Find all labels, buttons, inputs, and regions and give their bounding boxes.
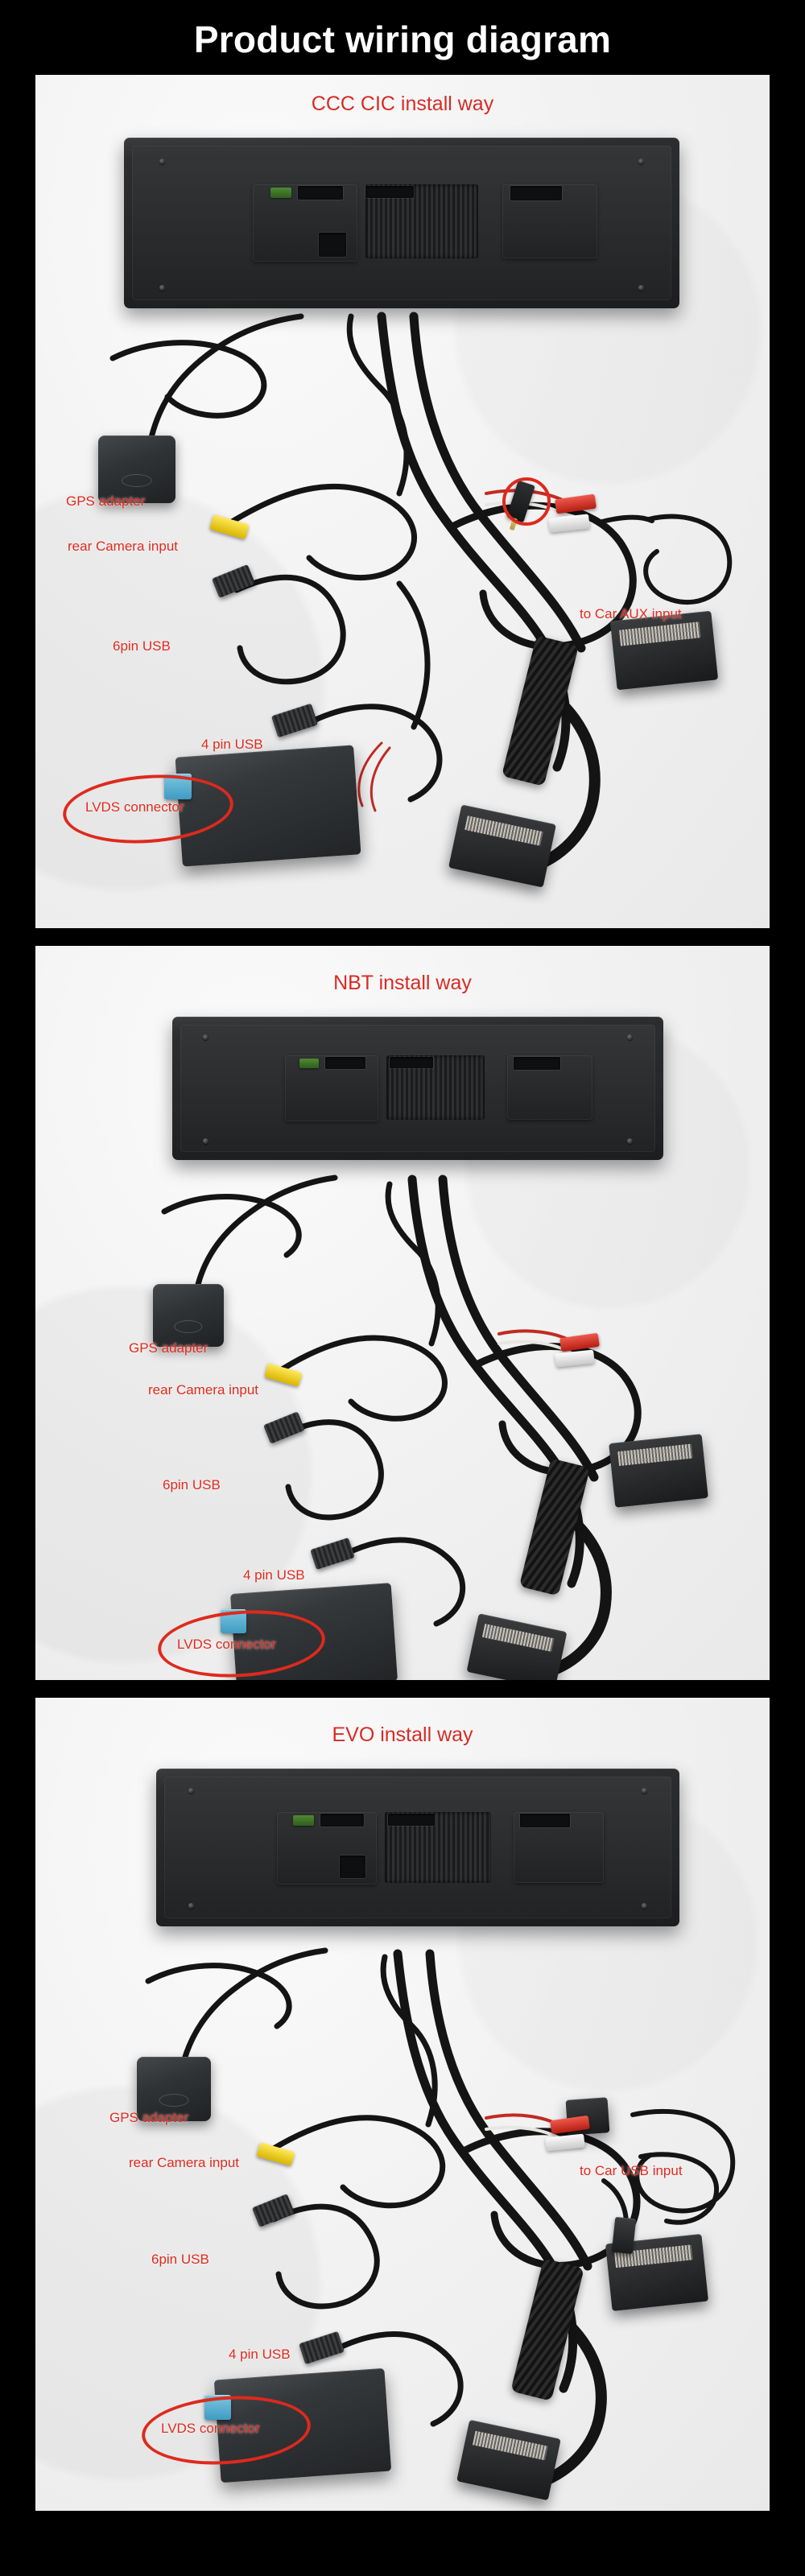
label-gps-adapter: GPS adapter — [129, 1340, 208, 1356]
cable-bundle — [35, 946, 770, 1680]
label-car-aux-input: to Car AUX input — [580, 605, 682, 621]
harness-connector-main — [609, 610, 719, 690]
panel-ccc-cic: CCC CIC install way — [35, 74, 770, 928]
panel-evo: EVO install way — [35, 1697, 770, 2511]
label-rear-camera-input: rear Camera input — [68, 538, 179, 554]
gps-adapter-module — [137, 2056, 211, 2121]
label-4pin-usb: 4 pin USB — [201, 736, 263, 752]
label-6pin-usb: 6pin USB — [113, 638, 171, 654]
label-6pin-usb: 6pin USB — [151, 2251, 209, 2267]
lvds-connector-tab — [221, 1608, 246, 1633]
label-lvds-connector: LVDS connector — [177, 1636, 276, 1652]
label-rear-camera-input: rear Camera input — [148, 1381, 259, 1397]
harness-connector-main — [609, 1433, 708, 1508]
label-4pin-usb: 4 pin USB — [243, 1567, 305, 1583]
head-unit-rear — [124, 137, 679, 308]
label-lvds-connector: LVDS connector — [161, 2420, 260, 2436]
panel-nbt: NBT install way — [35, 945, 770, 1680]
usb-male-plug — [611, 2216, 637, 2254]
label-lvds-connector: LVDS connector — [85, 799, 184, 815]
gps-adapter-module — [153, 1283, 224, 1347]
label-4pin-usb: 4 pin USB — [229, 2346, 291, 2362]
label-car-usb-input: to Car USB input — [580, 2162, 683, 2178]
page-title: Product wiring diagram — [193, 19, 612, 60]
aux-jack-circle — [502, 477, 551, 526]
label-gps-adapter: GPS adapter — [109, 2109, 189, 2125]
label-6pin-usb: 6pin USB — [163, 1476, 221, 1492]
lvds-connector-tab — [204, 2394, 231, 2420]
head-unit-rear — [156, 1768, 679, 1926]
lvds-connector-tab — [164, 773, 192, 799]
label-gps-adapter: GPS adapter — [66, 493, 146, 509]
panel-heading-ccc-cic: CCC CIC install way — [311, 92, 494, 115]
label-rear-camera-input: rear Camera input — [129, 2154, 240, 2170]
head-unit-rear — [172, 1016, 663, 1160]
gps-adapter-module — [98, 435, 175, 503]
panel-heading-evo: EVO install way — [332, 1723, 473, 1746]
cable-bundle — [35, 1698, 770, 2511]
panel-heading-nbt: NBT install way — [333, 971, 472, 994]
